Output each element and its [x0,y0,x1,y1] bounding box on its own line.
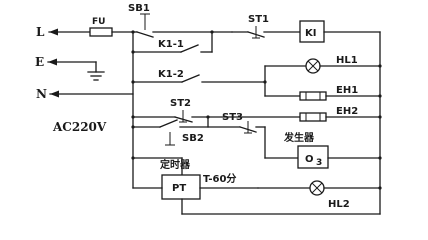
svg-text:EH2: EH2 [336,106,358,117]
svg-text:KI: KI [305,28,316,39]
svg-text:K1-1: K1-1 [158,39,184,50]
svg-text:定时器: 定时器 [160,158,191,171]
svg-text:K1-2: K1-2 [158,69,184,80]
start-button-sb2: SB2 [131,119,241,146]
svg-text:HL1: HL1 [336,55,358,66]
timer-pt: 定时器 PT T-60分 [131,156,381,215]
svg-text:ST2: ST2 [170,98,191,109]
svg-text:N: N [36,87,47,101]
earth-terminal: E [35,55,105,81]
svg-text:ST3: ST3 [222,112,243,123]
relay-contact-k1-1: K1-1 [131,30,214,54]
svg-text:T-60分: T-60分 [203,172,236,185]
supply-voltage-label: AC220V [52,120,107,134]
heater-eh1: EH1 [264,85,382,101]
relay-coil-ki: KI [299,20,381,43]
svg-text:L: L [36,25,45,39]
svg-text:EH1: EH1 [336,85,358,96]
svg-text:PT: PT [172,183,186,194]
stop-button-sb1: SB1 [128,3,233,38]
svg-text:FU: FU [92,17,105,27]
lamp-hl2: HL2 [257,180,382,210]
svg-text:发生器: 发生器 [283,131,315,144]
svg-text:E: E [35,55,44,69]
svg-text:O: O [305,154,314,165]
thermostat-st1: ST1 [231,14,301,39]
thermostat-st3: ST3 [222,112,266,134]
thermostat-st2: ST2 [131,98,209,123]
svg-text:HL2: HL2 [328,199,350,210]
svg-text:SB1: SB1 [128,3,150,14]
ozone-generator: 发生器 O 3 [264,131,382,169]
svg-text:SB2: SB2 [182,133,204,144]
fuse: FU [89,17,134,37]
circuit-diagram: L E N AC220V FU SB1 [35,3,382,215]
lamp-hl1: HL1 [264,55,382,74]
live-terminal: L [36,25,91,39]
neutral-terminal: N [36,87,134,101]
svg-text:ST1: ST1 [248,14,269,25]
relay-contact-k1-2: K1-2 [131,69,266,84]
heater-eh2: EH2 [299,106,382,122]
svg-text:3: 3 [316,158,322,168]
